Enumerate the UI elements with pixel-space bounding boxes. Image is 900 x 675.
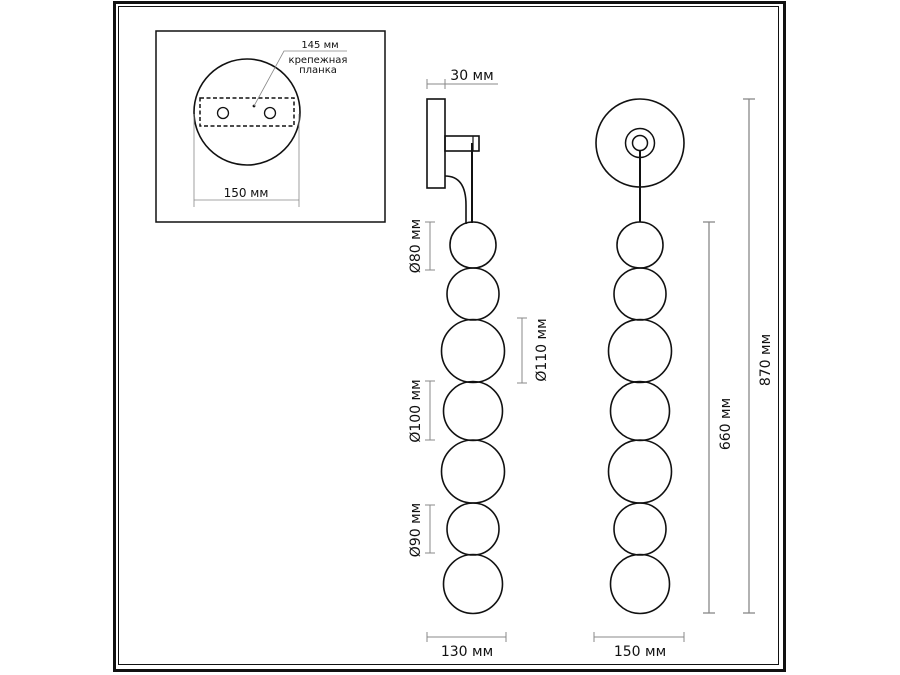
front-width-label: 150 мм: [614, 644, 666, 660]
d110-label: Ø110 мм: [534, 318, 550, 381]
d80-label: Ø80 мм: [408, 219, 424, 273]
ball: [613, 502, 667, 556]
ball: [613, 267, 667, 321]
side-view: 30 мм Ø80 мм Ø110 мм Ø100 мм Ø90 мм: [408, 68, 550, 660]
ball: [446, 267, 500, 321]
ball: [616, 221, 664, 269]
bracket-length-label: 145 мм: [301, 40, 338, 51]
total-height-label: 870 мм: [758, 334, 774, 386]
screw-hole-left: [216, 106, 230, 120]
canopy-width-label: 150 мм: [224, 186, 269, 200]
arm: [444, 135, 480, 152]
d100-label: Ø100 мм: [408, 379, 424, 442]
canopy-boss-inner: [631, 134, 649, 152]
ball: [440, 439, 506, 504]
bracket-name-line1: крепежная: [289, 55, 348, 66]
ball: [607, 439, 673, 504]
canopy-circle: [193, 58, 301, 166]
mount-detail-box: [155, 30, 386, 223]
ball: [607, 318, 673, 384]
shade-height-label: 660 мм: [718, 398, 734, 450]
ball: [446, 502, 500, 556]
d90-label: Ø90 мм: [408, 503, 424, 557]
side-width-label: 130 мм: [441, 644, 493, 660]
power-cable: [444, 175, 467, 224]
ball: [609, 380, 671, 442]
wall-plate: [426, 98, 446, 189]
ball: [609, 553, 671, 615]
ball: [442, 380, 504, 442]
ball: [449, 221, 497, 269]
inner-frame: [118, 6, 779, 665]
ball: [442, 553, 504, 615]
front-view: 660 мм 870 мм 150 мм: [593, 98, 774, 660]
bracket-name-line2: планка: [299, 65, 337, 76]
bracket-leader-line: [253, 50, 347, 107]
ball: [440, 318, 506, 384]
depth-label: 30 мм: [450, 68, 493, 84]
outer-frame: [113, 1, 786, 672]
screw-hole-right: [263, 106, 277, 120]
mount-detail: 145 мм крепежная планка 150 мм: [155, 30, 386, 223]
mounting-bracket: [199, 97, 295, 127]
